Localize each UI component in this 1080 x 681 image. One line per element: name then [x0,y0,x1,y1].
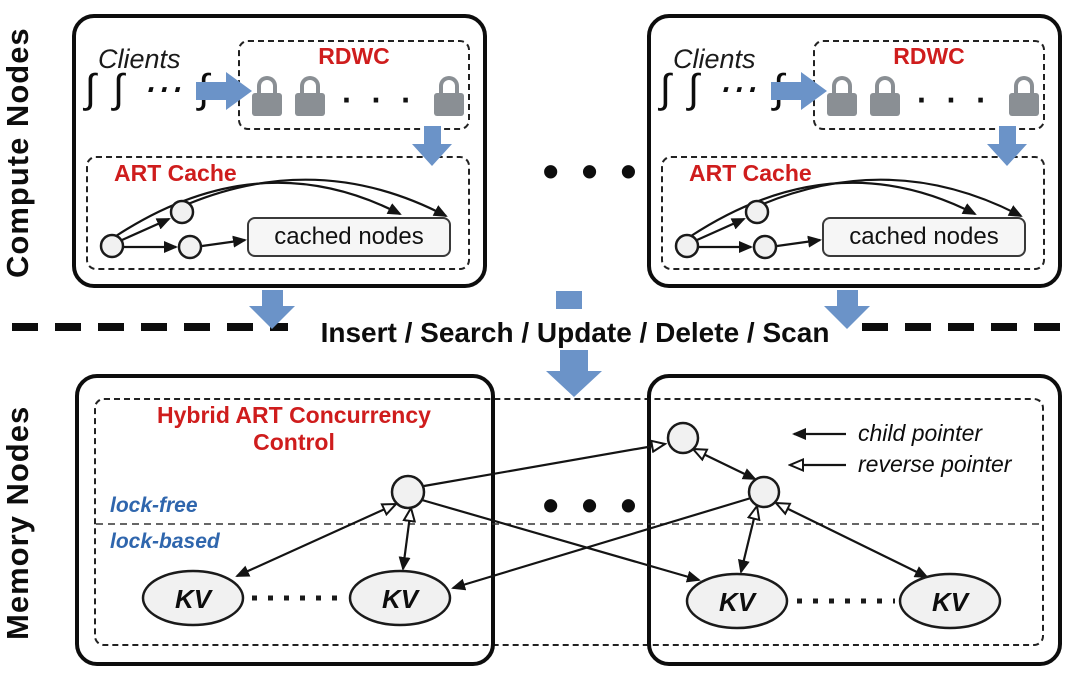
rdwc-box: RDWC · · · [813,40,1045,130]
clients-label: Clients [673,44,756,74]
cached-nodes-label: cached nodes [849,223,999,250]
clients-glyphs: ∫ ∫ ⋯ ∫ [85,67,213,111]
rdwc-label: RDWC [893,43,965,69]
rdwc-box: RDWC · · · [238,40,470,130]
compute-ellipsis: • • • [542,145,642,197]
lock-ellipsis: · · · [342,81,417,118]
lock-body [295,93,325,116]
compute-nodes-label: Compute Nodes [0,27,35,279]
ops-input-stub [556,291,582,309]
lock-row: · · · [827,76,1039,118]
art-cache-label: ART Cache [689,160,812,186]
memory-ellipsis: • • • [542,479,642,531]
lock-shackle [875,76,895,95]
lock-shackle [1013,76,1034,95]
art-cache-box: ART Cache cached nodes [661,156,1045,270]
hybrid-art-title-line1: Hybrid ART Concurrency [157,402,431,428]
operations-label: Insert / Search / Update / Delete / Scan [320,317,830,348]
cached-nodes-label: cached nodes [274,223,424,250]
compute-node-box-a: Clients ∫ ∫ ⋯ ∫ RDWC · · · ART Cache cac… [72,14,487,288]
lock-shackle [438,76,459,95]
legend-reverse-pointer-label: reverse pointer [858,451,1012,477]
lock-shackle [257,76,277,95]
lock-ellipsis: · · · [917,81,992,118]
kv-label: KV [718,587,756,617]
lock-icon [1008,76,1039,116]
legend-child-pointer-label: child pointer [858,420,983,446]
clients-glyphs: ∫ ∫ ⋯ ∫ [660,67,788,111]
lock-body [1008,93,1039,116]
kv-label: KV [174,584,212,614]
lock-icon [295,76,325,116]
memory-nodes-label: Memory Nodes [0,405,35,641]
rdwc-label: RDWC [318,43,390,69]
lock-body [252,93,282,116]
cached-nodes-box: cached nodes [247,217,451,257]
lock-icon [827,76,857,116]
cached-nodes-box: cached nodes [822,217,1026,257]
hybrid-art-title-line2: Control [253,429,335,455]
kv-label: KV [931,587,969,617]
memory-node-box-b [647,374,1062,666]
lock-icon [870,76,900,116]
lock-icon [252,76,282,116]
lock-row: · · · [252,76,464,118]
hybrid-art-title: Hybrid ART Concurrency Control [104,402,484,456]
hybrid-art-dashed-region [94,398,1044,646]
lock-icon [433,76,464,116]
lock-body [827,93,857,116]
lock-body [433,93,464,116]
lock-shackle [832,76,852,95]
lock-shackle [300,76,320,95]
kv-label: KV [381,584,419,614]
lock-based-label: lock-based [110,530,220,553]
compute-node-box-b: Clients ∫ ∫ ⋯ ∫ RDWC · · · ART Cache cac… [647,14,1062,288]
lock-free-label: lock-free [110,494,198,517]
lock-body [870,93,900,116]
art-cache-label: ART Cache [114,160,237,186]
ops-to-memory-arrow [546,350,602,397]
art-cache-box: ART Cache cached nodes [86,156,470,270]
clients-label: Clients [98,44,181,74]
